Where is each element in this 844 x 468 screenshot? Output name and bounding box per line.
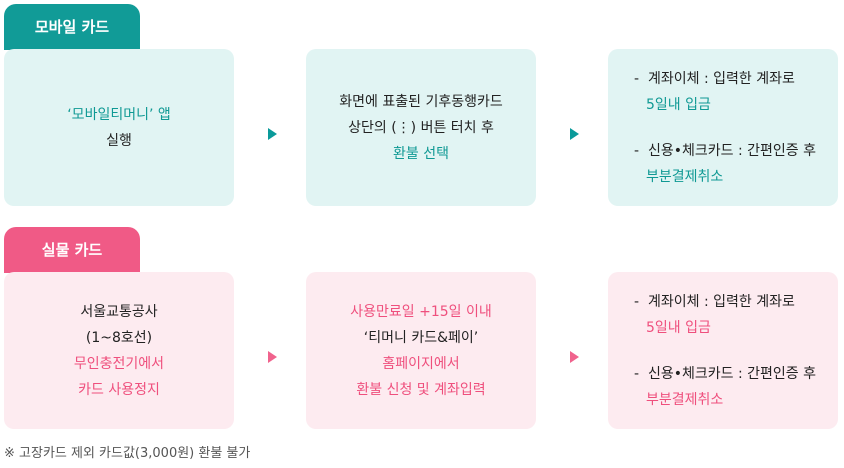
physical-refund-transfer-value: 5일내 입금 — [646, 319, 711, 336]
physical-step-2-line-4: 환불 신청 및 계좌입력 — [356, 381, 486, 398]
physical-step-1-line-2: (1~8호선) — [85, 329, 153, 346]
physical-card-section: 실물 카드 서울교통공사 (1~8호선) 무인충전기에서 카드 사용정지 사용만… — [4, 227, 840, 431]
physical-step-2-box: 사용만료일 +15일 이내 ‘티머니 카드&페이’ 홈페이지에서 환불 신청 및… — [306, 272, 536, 429]
list-dash: - — [634, 365, 640, 382]
list-item: - 계좌이체 : 입력한 계좌로 5일내 입금 — [634, 66, 838, 118]
list-item: - 신용•체크카드 : 간편인증 후 부분결제취소 — [634, 361, 838, 413]
physical-card-tab: 실물 카드 — [4, 227, 140, 273]
mobile-step-2-line-2: 상단의 (⋮) 버튼 터치 후 — [348, 119, 494, 136]
physical-step-1-box: 서울교통공사 (1~8호선) 무인충전기에서 카드 사용정지 — [4, 272, 234, 429]
arrow-right-icon — [570, 128, 579, 140]
refund-footnote: ※ 고장카드 제외 카드값(3,000원) 환불 불가 — [4, 446, 251, 461]
physical-step-1-line-4: 카드 사용정지 — [78, 381, 160, 398]
physical-refund-card-value: 부분결제취소 — [646, 391, 724, 408]
physical-step-2-line-1: 사용만료일 +15일 이내 — [350, 303, 492, 320]
mobile-refund-transfer-label: 계좌이체 : 입력한 계좌로 — [648, 70, 795, 87]
physical-step-2-line-3: 홈페이지에서 — [382, 355, 460, 372]
arrow-right-icon — [570, 351, 579, 363]
list-dash: - — [634, 70, 640, 87]
physical-step-1-line-1: 서울교통공사 — [80, 303, 158, 320]
physical-step-1-line-3: 무인충전기에서 — [73, 355, 165, 372]
list-item: - 계좌이체 : 입력한 계좌로 5일내 입금 — [634, 289, 838, 341]
physical-refund-transfer-label: 계좌이체 : 입력한 계좌로 — [648, 293, 795, 310]
mobile-card-tab-label: 모바일 카드 — [34, 17, 110, 36]
mobile-refund-card-value: 부분결제취소 — [646, 168, 724, 185]
physical-step-2-line-2: ‘티머니 카드&페이’ — [363, 329, 479, 346]
mobile-step-1-box: ‘모바일티머니’ 앱 실행 — [4, 49, 234, 206]
mobile-step-2-line-1: 화면에 표출된 기후동행카드 — [339, 93, 503, 110]
mobile-step-2-line-3: 환불 선택 — [393, 145, 449, 162]
list-dash: - — [634, 293, 640, 310]
physical-refund-card-label: 신용•체크카드 : 간편인증 후 — [648, 365, 817, 382]
mobile-step-1-line-1: ‘모바일티머니’ 앱 — [67, 106, 171, 123]
mobile-card-section: 모바일 카드 ‘모바일티머니’ 앱 실행 화면에 표출된 기후동행카드 상단의 … — [4, 4, 840, 208]
list-dash: - — [634, 142, 640, 159]
mobile-step-3-box: - 계좌이체 : 입력한 계좌로 5일내 입금 - 신용•체크카드 : 간편인증… — [608, 49, 838, 206]
mobile-step-2-box: 화면에 표출된 기후동행카드 상단의 (⋮) 버튼 터치 후 환불 선택 — [306, 49, 536, 206]
mobile-card-tab: 모바일 카드 — [4, 4, 140, 50]
arrow-right-icon — [268, 128, 277, 140]
mobile-refund-transfer-value: 5일내 입금 — [646, 96, 711, 113]
arrow-right-icon — [268, 351, 277, 363]
physical-card-tab-label: 실물 카드 — [41, 240, 103, 259]
mobile-refund-card-label: 신용•체크카드 : 간편인증 후 — [648, 142, 817, 159]
physical-step-3-box: - 계좌이체 : 입력한 계좌로 5일내 입금 - 신용•체크카드 : 간편인증… — [608, 272, 838, 429]
list-item: - 신용•체크카드 : 간편인증 후 부분결제취소 — [634, 138, 838, 190]
mobile-step-1-line-2: 실행 — [106, 132, 132, 149]
